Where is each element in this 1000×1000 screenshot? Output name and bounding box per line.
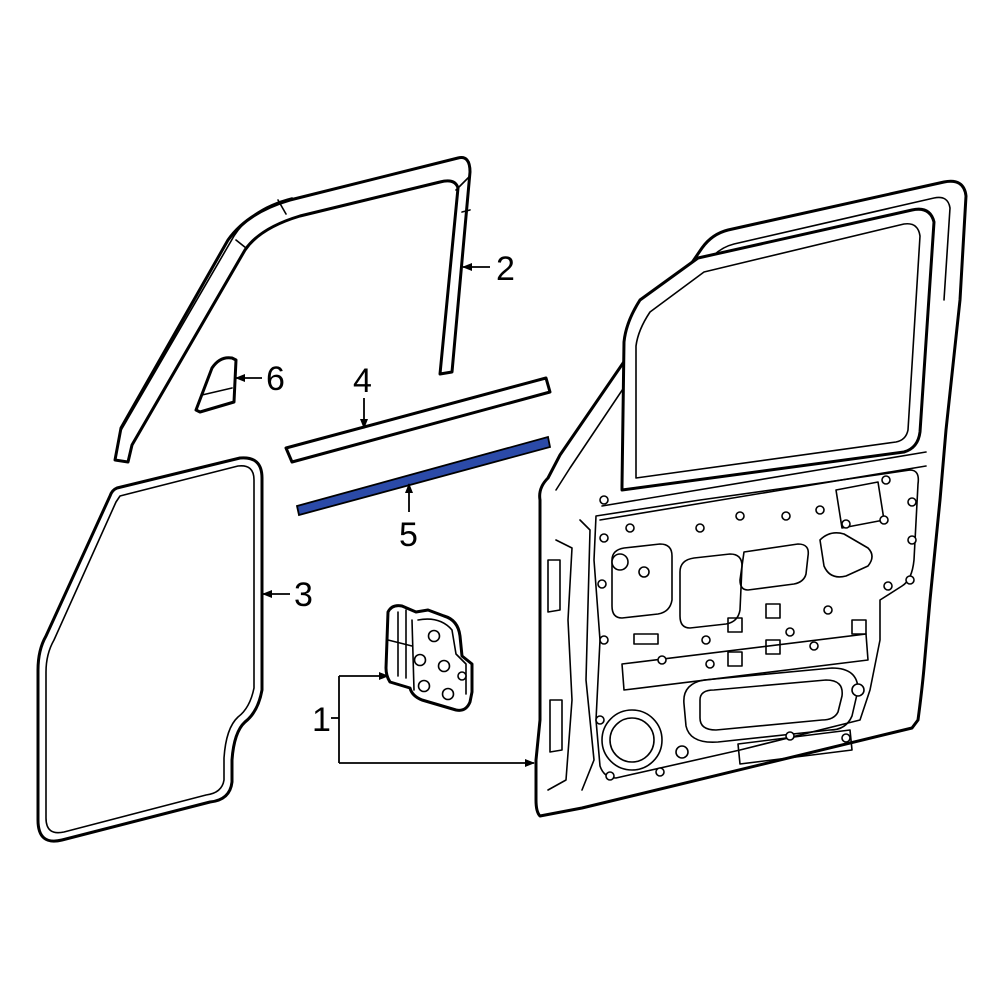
callout-4: 4 (353, 362, 372, 400)
part-6-trim-piece[interactable] (194, 356, 238, 414)
callout-3: 3 (294, 576, 313, 614)
part-4-belt-molding[interactable] (284, 376, 552, 464)
callout-labels: 2 6 4 5 3 1 (266, 250, 515, 739)
callout-2: 2 (496, 250, 515, 288)
part-1-door-hinge[interactable] (384, 604, 474, 712)
part-1-door-shell[interactable] (534, 179, 968, 818)
part-3-door-weatherstrip[interactable] (36, 456, 264, 843)
callout-6: 6 (266, 360, 285, 398)
door-shell-holes (595, 475, 917, 781)
part-2-glass-run-channel[interactable] (113, 156, 472, 464)
leader-lines (235, 263, 535, 767)
part-5-inner-belt-weatherstrip[interactable] (295, 435, 552, 517)
callout-5: 5 (399, 516, 418, 554)
callout-1: 1 (312, 701, 331, 739)
